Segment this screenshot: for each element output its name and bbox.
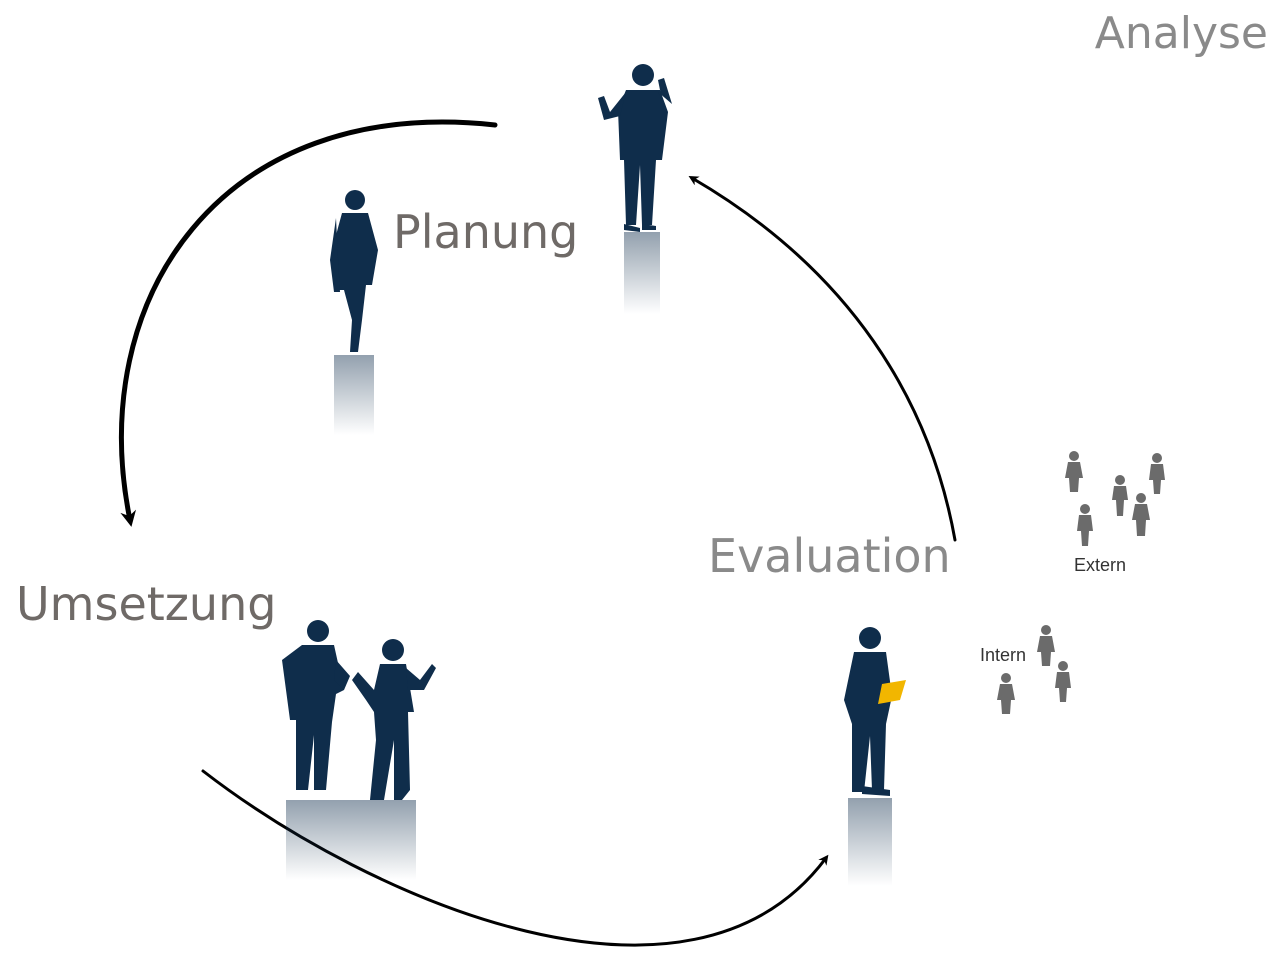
clipboard-icon <box>878 680 906 704</box>
extern-person-3-icon <box>1112 475 1128 516</box>
arrow-evaluation-to-analyse <box>688 175 957 542</box>
extern-person-5-icon <box>1077 504 1093 546</box>
planung-figure-reflection <box>334 355 374 435</box>
extern-people-icon <box>1065 451 1165 546</box>
group-label-intern: Intern <box>980 645 1026 665</box>
extern-person-2-icon <box>1149 453 1165 494</box>
group-label-extern: Extern <box>1074 555 1126 575</box>
analyse-figure-icon <box>598 64 672 232</box>
stage-label-umsetzung: Umsetzung <box>16 577 276 631</box>
stage-label-planung: Planung <box>393 205 578 259</box>
intern-person-2-icon <box>1055 661 1071 702</box>
intern-person-3-icon <box>997 673 1015 714</box>
umsetzung-man-icon <box>282 620 350 790</box>
evaluation-figure-reflection <box>848 798 892 886</box>
arrow-umsetzung-to-evaluation <box>201 769 829 947</box>
umsetzung-reflection <box>286 800 416 880</box>
intern-person-1-icon <box>1037 625 1055 666</box>
stage-label-analyse: Analyse <box>1095 8 1268 59</box>
umsetzung-woman-icon <box>352 639 436 800</box>
evaluation-figure-icon <box>844 627 892 796</box>
extern-person-4-icon <box>1132 493 1150 536</box>
arrow-planung-to-umsetzung <box>119 119 498 527</box>
intern-people-icon <box>997 625 1071 714</box>
analyse-figure-reflection <box>624 232 660 314</box>
planung-figure-icon <box>330 190 378 352</box>
extern-person-1-icon <box>1065 451 1083 492</box>
stage-label-evaluation: Evaluation <box>708 529 951 583</box>
